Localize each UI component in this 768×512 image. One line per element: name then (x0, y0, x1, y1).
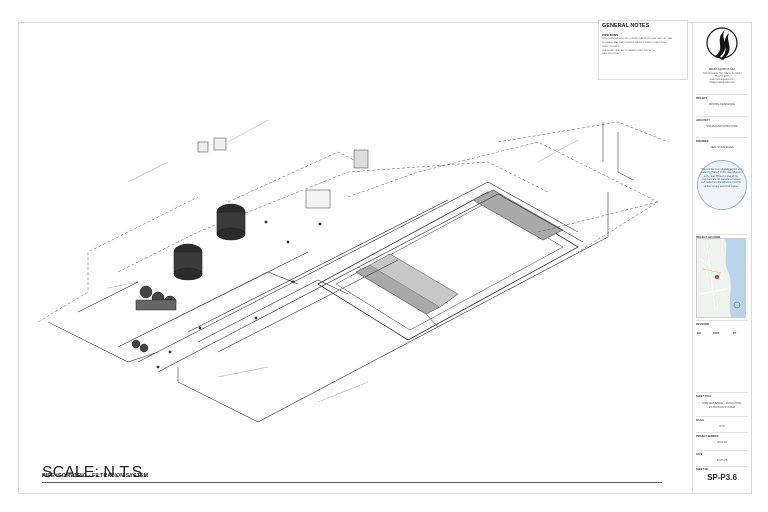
main-pipe-run-2 (157, 193, 584, 373)
company-name: SMART AQUATICS, LLC (708, 69, 736, 71)
title-block: SMART AQUATICS, LLC 3100 N Federal Hwy, … (692, 22, 751, 492)
company-logo-icon (706, 27, 738, 60)
general-notes-heading: PIPE RUNS (602, 33, 619, 37)
scale-label: SCALE (696, 419, 705, 422)
general-notes-line: PRESSURE TEST ALL PLUMBING LINES PRIOR T… (602, 49, 655, 52)
date-label: DATE (696, 453, 703, 456)
map-label: PROJECT LOCATION (696, 236, 720, 239)
location-map (696, 238, 746, 318)
map-graphic (698, 239, 745, 317)
sheet-title: PIPE ISOMETRIC - FILTRATION SYSTEM (42, 473, 149, 479)
sheet-no-label: SHEET NO. (696, 468, 709, 471)
rev-col-by: BY (733, 332, 737, 335)
pool-outline (317, 191, 579, 341)
sheet-title-bar: PIPE ISOMETRIC - FILTRATION SYSTEM (42, 464, 662, 483)
seal-text: This item has been digitally signed and … (700, 168, 742, 188)
engineer-seal-stamp (697, 160, 747, 210)
project-label: PROJECT (696, 97, 708, 100)
general-notes-title: GENERAL NOTES (602, 23, 650, 29)
revisions-label: REVISIONS (696, 323, 710, 326)
controller (197, 137, 227, 153)
sheet-title-label: SHEET TITLE (696, 395, 712, 398)
sheet-scale: SCALE: N.T.S. (42, 464, 147, 481)
architect-label: ARCHITECT (696, 119, 710, 122)
pool-coping-band (472, 189, 564, 241)
location-pin-icon (715, 275, 719, 279)
company-email: info@smartaquatics.com (709, 82, 735, 84)
filter-tank-2 (216, 203, 246, 241)
company-phone: 754-877-2077 (714, 76, 730, 78)
dashed-run-1 (117, 161, 549, 273)
sheet-number: SP-P3.6 (707, 473, 737, 482)
rev-col-date: DATE (713, 332, 720, 335)
general-notes-box: GENERAL NOTES PIPE RUNS PIPE RUNS SHOWN … (598, 20, 688, 80)
pipe-isometric-drawing (37, 119, 669, 423)
general-notes-line: PLUMBING MAY VARY IN FIELD BASED ON SITE… (602, 41, 667, 44)
north-arrow-icon (733, 301, 741, 309)
pump-group (131, 285, 177, 353)
general-notes-line: PIPE RUNS SHOWN FOR CONCEPTUAL PURPOSES … (602, 38, 673, 40)
date-value: 07-07-25 (716, 459, 728, 462)
engineer-label: ENGINEER (696, 140, 709, 143)
project-number-value: 2024-03 (717, 441, 727, 444)
filter-tank-1 (173, 243, 203, 281)
architect-name: STRAND ARCHITECTURE (706, 125, 738, 128)
rev-col-no: NO. (697, 332, 702, 335)
general-notes-line: VERIFY IN FIELD. (602, 45, 621, 48)
heater (305, 149, 369, 209)
pool-inner (335, 201, 564, 331)
project-name: PRIVATE RESIDENCE (708, 103, 736, 106)
scale-value: NTS (719, 425, 725, 428)
company-address: 3100 N Federal Hwy, Miami, FL 33134 (702, 73, 742, 75)
project-number-label: PROJECT NUMBER (696, 435, 719, 438)
dashed-run-3 (227, 151, 359, 203)
main-pipe-run-3 (177, 192, 609, 423)
general-notes-line: BACKFILL/POUR. (602, 53, 620, 56)
company-website: www.smartaquatics.com (709, 79, 735, 81)
main-pipe-run-1 (137, 181, 579, 363)
engineer-name: TEAL STRATEGIES (710, 146, 734, 149)
sheet-title-value: PIPE ISOMETRIC - ALPHA POOL FILTRATION S… (702, 402, 742, 409)
